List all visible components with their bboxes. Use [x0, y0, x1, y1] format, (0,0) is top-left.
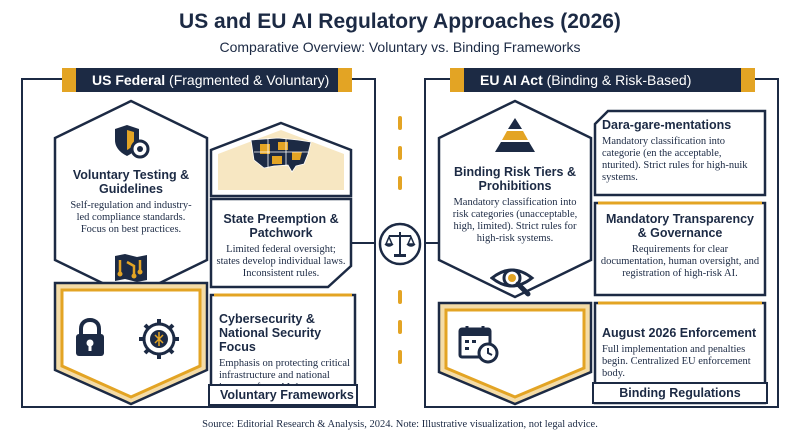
- us-card-3-text: Cybersecurity & National Security Focus …: [219, 312, 353, 394]
- eu-card-1-text: Binding Risk Tiers & Prohibitions Mandat…: [450, 165, 580, 245]
- eu-card-4-title: August 2026 Enforcement: [602, 326, 757, 340]
- eu-footer-label: Binding Regulations: [592, 382, 768, 404]
- center-dash-6: [398, 350, 402, 364]
- eu-banner-bold: EU AI Act: [480, 72, 543, 88]
- page-subtitle: Comparative Overview: Voluntary vs. Bind…: [219, 39, 581, 55]
- us-bottom-hex: [53, 281, 209, 406]
- eu-card-2-title: Dara-gare-mentations: [602, 118, 732, 132]
- eu-card-3-box: [593, 201, 767, 297]
- center-dash-2: [398, 146, 402, 160]
- calendar-clock-icon: [458, 326, 499, 364]
- us-card-2-body: Limited federal oversight; states develo…: [216, 244, 346, 279]
- circuit-map-icon: [115, 254, 147, 282]
- eu-card-4-body: Full implementation and penalties begin.…: [602, 344, 751, 379]
- eye-search-icon: [490, 268, 535, 297]
- center-dash-3: [398, 176, 402, 190]
- padlock-icon: [76, 318, 104, 356]
- eu-card-1-body: Mandatory classification into risk categ…: [452, 197, 578, 244]
- eu-banner-rest: (Binding & Risk-Based): [542, 72, 692, 88]
- us-banner-bold: US Federal: [92, 72, 166, 88]
- shield-gear-icon: [115, 125, 150, 159]
- center-dash-4: [398, 290, 402, 304]
- eu-card-2-box: [593, 109, 767, 197]
- us-card-2-text: State Preemption & Patchwork Limited fed…: [214, 212, 348, 280]
- eu-card-2-text: Dara-gare-mentations Mandatory classific…: [602, 118, 762, 184]
- eu-card-3-text: Mandatory Transparency & Governance Requ…: [600, 212, 760, 280]
- us-card-2-box: [209, 197, 353, 289]
- eu-card-4-text: August 2026 Enforcement Full implementat…: [602, 326, 760, 380]
- page-title: US and EU AI Regulatory Approaches (2026…: [179, 10, 621, 33]
- us-card-3-title: Cybersecurity & National Security Focus: [219, 312, 322, 354]
- neural-gear-icon: [139, 319, 179, 359]
- center-dash-1: [398, 116, 402, 130]
- source-note: Source: Editorial Research & Analysis, 2…: [202, 419, 598, 430]
- eu-card-1-hex: [437, 99, 593, 299]
- center-dash-5: [398, 320, 402, 334]
- eu-banner: EU AI Act (Binding & Risk-Based): [450, 68, 755, 92]
- us-card-1-title: Voluntary Testing & Guidelines: [72, 168, 190, 196]
- us-banner-rest: (Fragmented & Voluntary): [165, 72, 330, 88]
- us-banner: US Federal (Fragmented & Voluntary): [62, 68, 352, 92]
- scales-icon: [378, 222, 422, 266]
- us-card-2-title: State Preemption & Patchwork: [223, 212, 339, 240]
- pyramid-icon: [495, 118, 535, 152]
- us-card-1-text: Voluntary Testing & Guidelines Self-regu…: [66, 168, 196, 236]
- eu-card-3-title: Mandatory Transparency & Governance: [606, 212, 754, 240]
- us-footer-label: Voluntary Frameworks: [208, 384, 358, 406]
- us-map-icon: [250, 137, 312, 173]
- eu-card-2-body: Mandatory classification into categorie …: [602, 136, 748, 183]
- eu-card-3-body: Requirements for clear documentation, hu…: [600, 244, 760, 279]
- eu-card-1-title: Binding Risk Tiers & Prohibitions: [453, 165, 576, 193]
- us-card-1-body: Self-regulation and industry-led complia…: [70, 200, 192, 235]
